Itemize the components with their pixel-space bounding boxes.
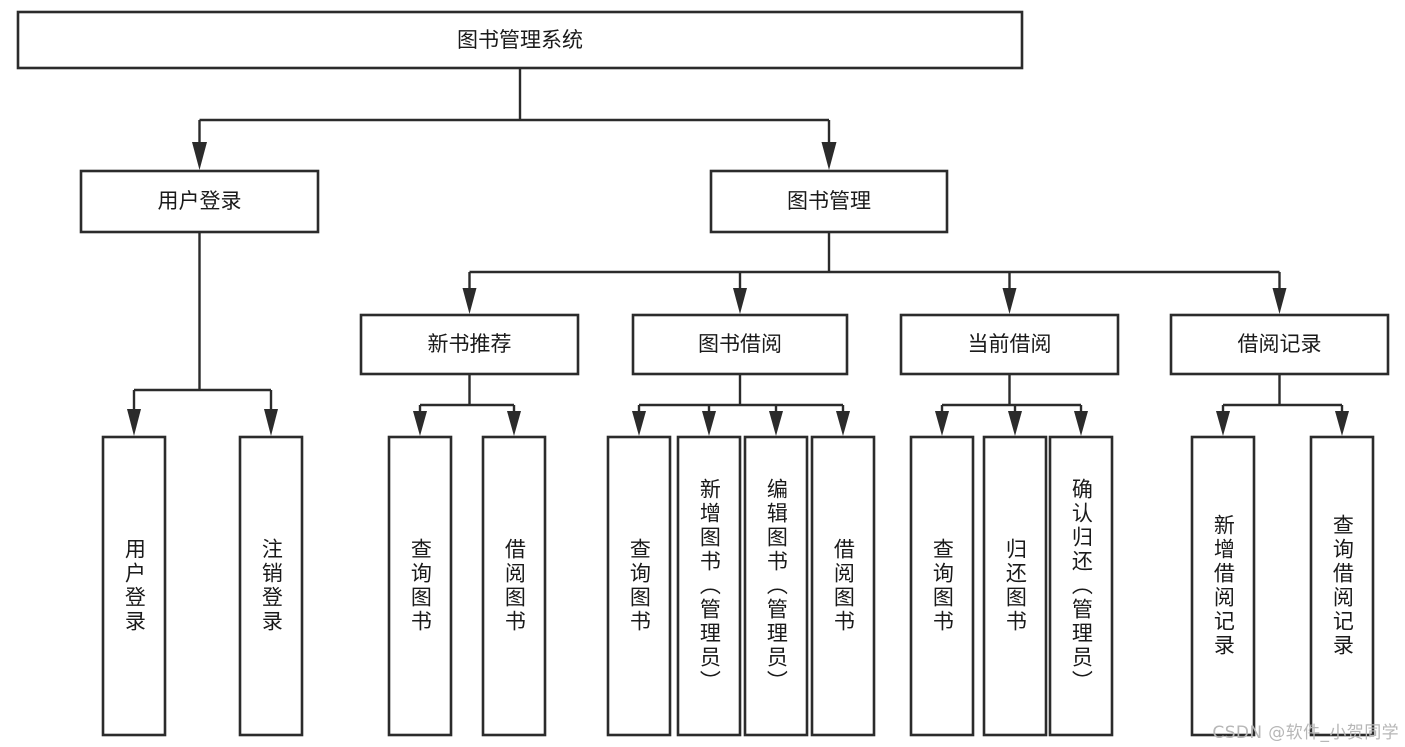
arrow-head-leaf-edit-book-admin [769,411,783,436]
arrow-head-borrow-record [1272,288,1287,314]
node-borrow-record-label: 借阅记录 [1238,332,1322,356]
node-user-login[interactable]: 用户登录 [79,169,320,234]
node-new-book-recommend[interactable]: 新书推荐 [359,313,580,376]
connector-group-borrow-record [1216,374,1349,436]
node-root[interactable]: 图书管理系统 [16,10,1024,70]
node-user-login-box[interactable] [79,169,320,234]
node-leaf-edit-book-admin-box[interactable] [743,435,809,737]
connector-group-user-login [127,232,278,436]
node-book-borrow-label: 图书借阅 [698,332,782,356]
node-book-management[interactable]: 图书管理 [709,169,949,234]
arrow-head-leaf-confirm-return-admin [1074,411,1088,436]
arrow-head-leaf-return-book [1008,411,1022,436]
node-current-borrow-label: 当前借阅 [968,332,1052,356]
arrow-head-leaf-add-borrow-record [1216,411,1230,436]
connector-group-book-management [462,232,1287,314]
node-leaf-query-book-borrow-box[interactable] [606,435,672,737]
connector-group-current-borrow [935,374,1088,436]
node-leaf-query-book-rec-box[interactable] [387,435,453,737]
arrow-head-leaf-query-book-rec [413,411,427,436]
node-user-login-label: 用户登录 [158,189,242,213]
csdn-watermark: CSDN @软件_小贺同学 [1212,723,1399,743]
arrow-head-leaf-borrow-book-rec [507,411,521,436]
node-leaf-borrow-book-rec-box[interactable] [481,435,547,737]
node-leaf-query-book-current-box[interactable] [909,435,975,737]
connector-group-book-borrow [632,374,850,436]
node-book-borrow[interactable]: 图书借阅 [631,313,849,376]
arrow-head-leaf-logout-login [264,409,278,436]
arrow-head-leaf-query-book-borrow [632,411,646,436]
node-book-management-label: 图书管理 [787,189,871,213]
node-leaf-add-borrow-record-box[interactable] [1190,435,1256,737]
node-borrow-record[interactable]: 借阅记录 [1169,313,1390,376]
node-book-borrow-box[interactable] [631,313,849,376]
arrow-head-leaf-user-login [127,409,141,436]
node-borrow-record-box[interactable] [1169,313,1390,376]
node-leaf-query-borrow-record-box[interactable] [1309,435,1375,737]
node-leaf-borrow-book-box[interactable] [810,435,876,737]
node-root-label: 图书管理系统 [457,28,583,52]
arrow-head-leaf-query-book-current [935,411,949,436]
connector-group-root [192,68,837,170]
node-leaf-return-book-box[interactable] [982,435,1048,737]
arrow-head-book-borrow [733,288,747,314]
node-leaf-user-login-box[interactable] [101,435,167,737]
node-current-borrow[interactable]: 当前借阅 [899,313,1120,376]
arrow-head-leaf-borrow-book [836,411,850,436]
node-leaf-add-book-admin-box[interactable] [676,435,742,737]
node-leaf-confirm-return-admin-box[interactable] [1048,435,1114,737]
node-book-management-box[interactable] [709,169,949,234]
arrow-head-new-book-recommend [462,288,477,314]
arrow-head-user-login [192,142,207,170]
arrow-head-leaf-query-borrow-record [1335,411,1349,436]
arrow-head-current-borrow [1002,288,1017,314]
node-new-book-recommend-label: 新书推荐 [428,332,512,356]
node-root-box[interactable] [16,10,1024,70]
node-new-book-recommend-box[interactable] [359,313,580,376]
connector-group-new-book-recommend [413,374,521,436]
node-leaf-logout-login-box[interactable] [238,435,304,737]
arrow-head-leaf-add-book-admin [702,411,716,436]
arrow-head-book-management [821,142,837,170]
node-current-borrow-box[interactable] [899,313,1120,376]
